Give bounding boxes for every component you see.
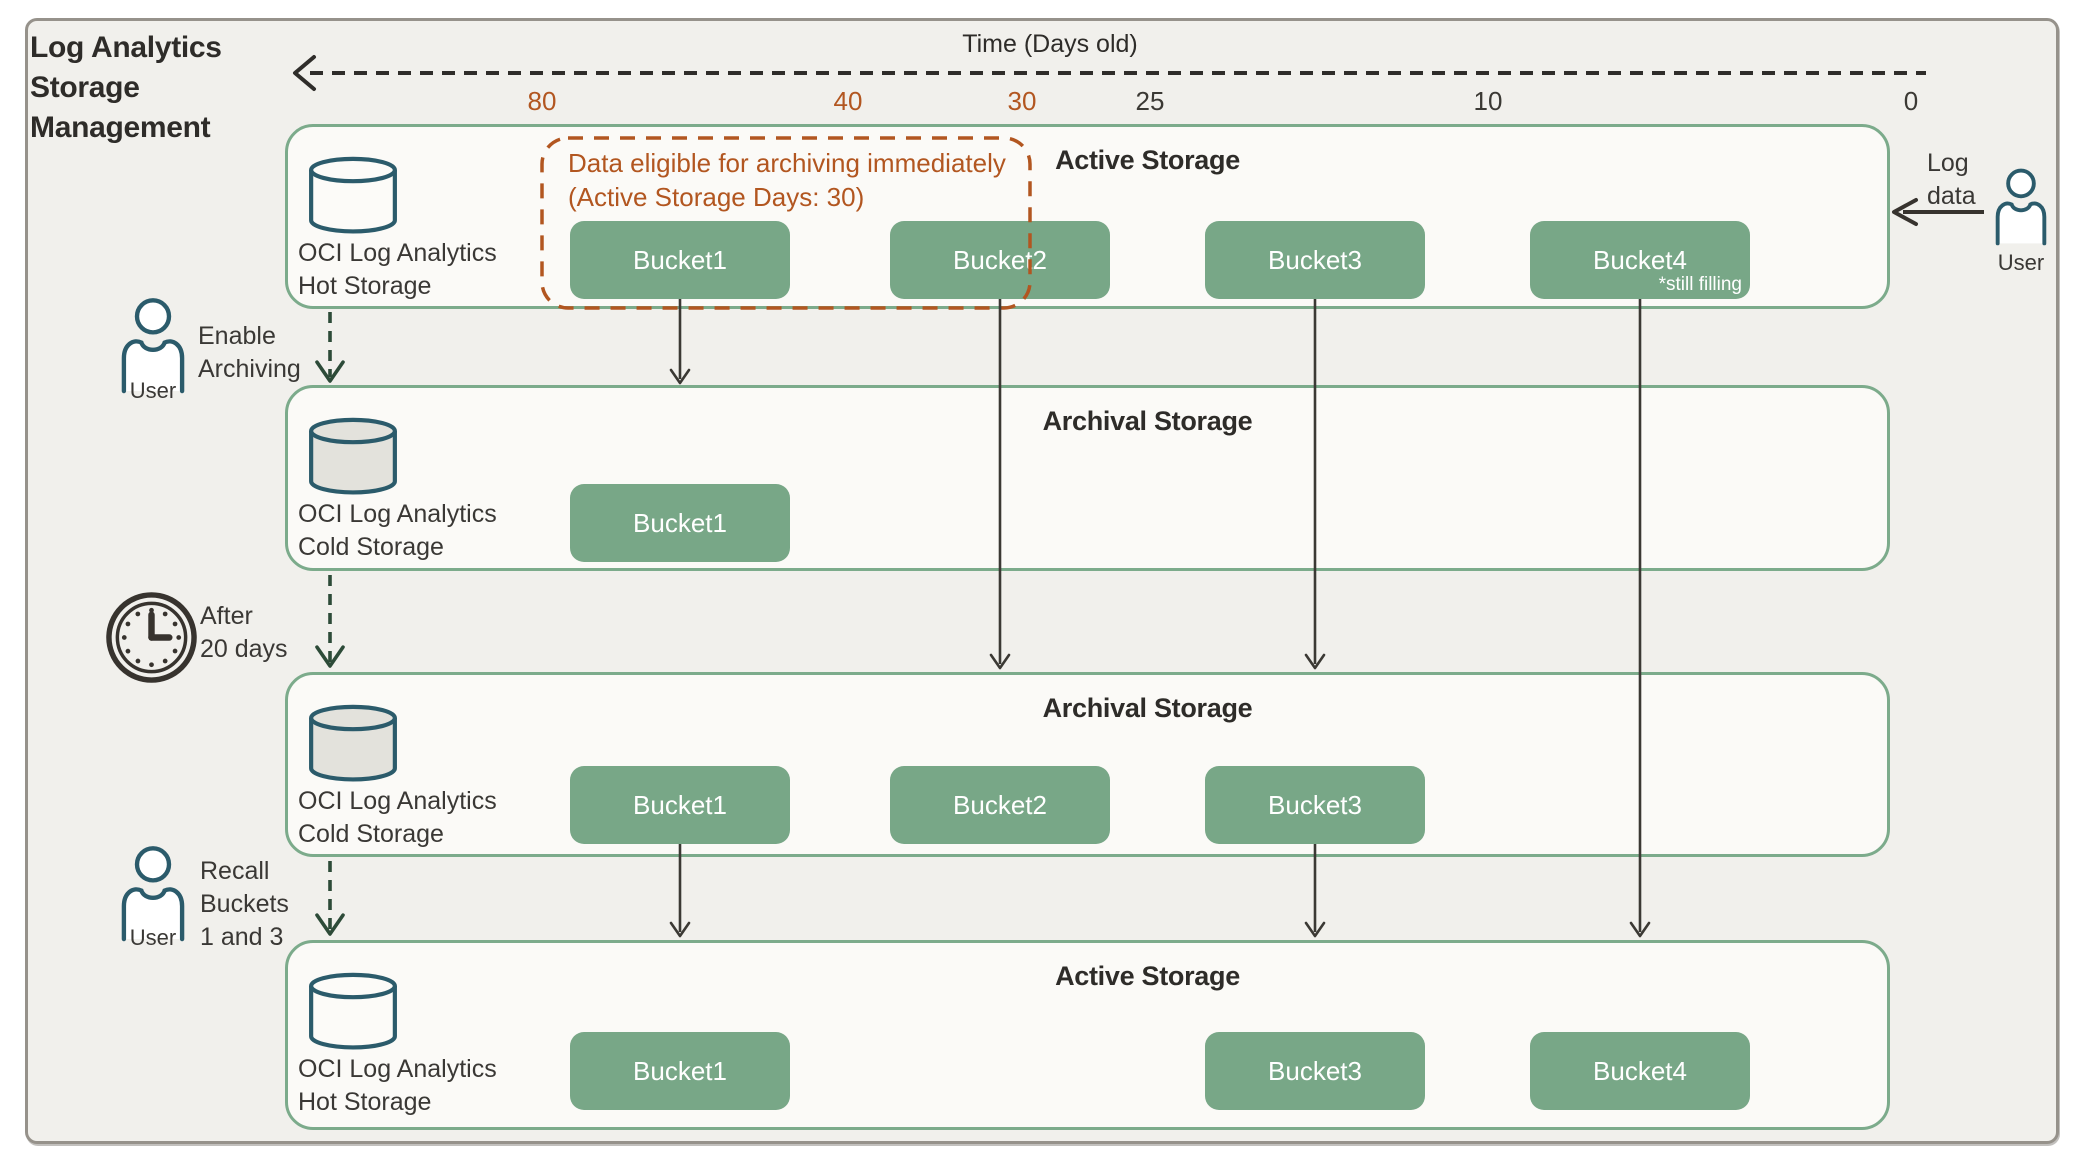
time-tick-25: 25 xyxy=(1135,86,1165,116)
log-data-label: Log data xyxy=(1927,149,1976,210)
bucket-bucket1-row4: Bucket1 xyxy=(570,1032,790,1110)
bucket-label: Bucket2 xyxy=(953,789,1047,820)
container-title: Active Storage xyxy=(1055,961,1240,991)
clock-icon xyxy=(106,592,197,683)
user-label: User xyxy=(129,925,177,950)
cold-storage-cylinder-icon xyxy=(309,704,397,782)
storage-label: OCI Log Analytics Hot Storage xyxy=(298,239,497,300)
bucket-label: Bucket4 xyxy=(1593,244,1687,275)
bucket-label: Bucket4 xyxy=(1593,1055,1687,1086)
container-title: Archival Storage xyxy=(1042,406,1253,436)
hot-storage-cylinder-icon xyxy=(309,972,397,1050)
user-label: User xyxy=(1997,250,2045,275)
bucket-bucket3-row3: Bucket3 xyxy=(1205,766,1425,844)
storage-label: OCI Log Analytics Cold Storage xyxy=(298,787,497,848)
archive-eligible-annotation-text: Data eligible for archiving immediately … xyxy=(568,148,1006,212)
bucket-bucket1-row1: Bucket1 xyxy=(570,221,790,299)
user-icon xyxy=(121,298,185,394)
storage-label: OCI Log Analytics Hot Storage xyxy=(298,1055,497,1116)
bucket-label: Bucket2 xyxy=(953,244,1047,275)
bucket-label: Bucket3 xyxy=(1268,789,1362,820)
recall-buckets-label: Recall Buckets 1 and 3 xyxy=(200,857,289,951)
bucket-bucket2-row1: Bucket2 xyxy=(890,221,1110,299)
bucket-bucket3-row1: Bucket3 xyxy=(1205,221,1425,299)
container-title: Archival Storage xyxy=(1042,693,1253,723)
user-icon xyxy=(1995,168,2047,246)
bucket-bucket2-row3: Bucket2 xyxy=(890,766,1110,844)
bucket-bucket3-row4: Bucket3 xyxy=(1205,1032,1425,1110)
bucket-bucket1-row2: Bucket1 xyxy=(570,484,790,562)
hot-storage-cylinder-icon xyxy=(309,156,397,234)
time-tick-40: 40 xyxy=(833,86,863,116)
bucket-label: Bucket1 xyxy=(633,789,727,820)
time-tick-80: 80 xyxy=(527,86,557,116)
time-tick-30: 30 xyxy=(1007,86,1037,116)
container-archival-storage-1: Archival Storage xyxy=(285,385,1890,571)
cold-storage-cylinder-icon xyxy=(309,417,397,495)
bucket-label: Bucket1 xyxy=(633,1055,727,1086)
storage-label: OCI Log Analytics Cold Storage xyxy=(298,500,497,561)
bucket-label: Bucket3 xyxy=(1268,1055,1362,1086)
diagram-title: Log Analytics Storage Management xyxy=(30,31,222,144)
time-tick-0: 0 xyxy=(1903,86,1919,116)
container-title: Active Storage xyxy=(1055,145,1240,175)
bucket-label: Bucket1 xyxy=(633,507,727,538)
bucket-label: Bucket1 xyxy=(633,244,727,275)
bucket-note: *still filling xyxy=(1658,274,1742,295)
time-tick-10: 10 xyxy=(1473,86,1503,116)
bucket-bucket4-row1: Bucket4*still filling xyxy=(1530,221,1750,299)
user-icon xyxy=(121,846,185,942)
user-label: User xyxy=(129,378,177,403)
bucket-bucket1-row3: Bucket1 xyxy=(570,766,790,844)
bucket-label: Bucket3 xyxy=(1268,244,1362,275)
bucket-bucket4-row4: Bucket4 xyxy=(1530,1032,1750,1110)
enable-archiving-label: Enable Archiving xyxy=(198,322,301,383)
time-axis-label: Time (Days old) xyxy=(962,30,1138,58)
after-20-days-label: After 20 days xyxy=(200,602,288,663)
